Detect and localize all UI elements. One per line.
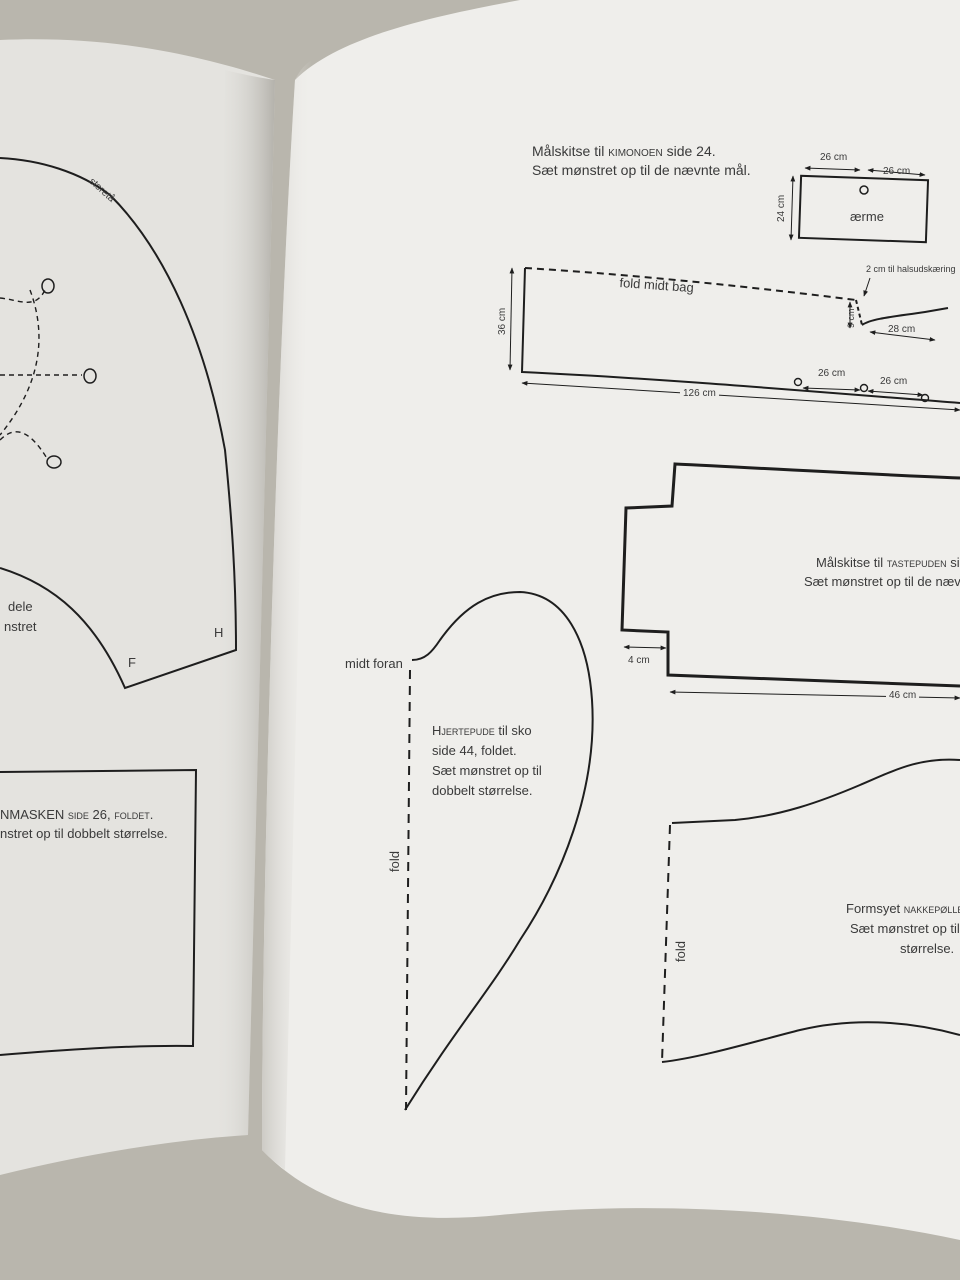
nakkepolle-name: nakkepølle [903, 901, 960, 916]
nakkepolle-caption-line2: Sæt mønstret op til [850, 921, 960, 936]
kimono-dim-26-top-right: 26 cm [883, 166, 911, 177]
kimono-neck-arrow [863, 277, 871, 297]
kimono-dim-pins [793, 377, 930, 403]
tastepude-dim-4: 4 cm [628, 655, 650, 666]
kimono-caption-page: side 24. [666, 143, 716, 159]
nakkepolle-fold-label: fold [673, 941, 688, 962]
hjertepude-caption-line2: side 44, foldet. [432, 743, 517, 758]
nstret-fragment: nstret [4, 619, 37, 634]
right-page [262, 0, 960, 1240]
hjertepude-fold-label: fold [387, 851, 402, 872]
left-page-gutter-shadow [215, 70, 275, 1138]
kimono-dim-26-bottom-left: 26 cm [818, 368, 846, 379]
slipper-dart-lines [0, 289, 82, 461]
left-page [0, 39, 275, 1176]
slipper-pattern-outline [0, 157, 238, 690]
tastepude-outline [620, 462, 960, 688]
kimono-dim-9: 9 cm [846, 308, 856, 328]
kimono-dim-26-top-left: 26 cm [820, 152, 848, 163]
kimono-sleeve-rect [797, 174, 930, 244]
kimono-neck-fold [855, 299, 863, 326]
masken-caption-line1: NMASKEN side 26, foldet. [0, 807, 154, 823]
masken-caption-line2: nstret op til dobbelt størrelse. [0, 826, 168, 841]
hjertepude-outline [404, 590, 594, 1111]
kimono-dim-28: 28 cm [888, 324, 916, 335]
dele-fragment: dele [8, 599, 33, 614]
hjertepude-line1-rest: til sko [498, 723, 532, 738]
corner-label-f: F [128, 655, 136, 670]
tastepude-dim-46: 46 cm [886, 690, 920, 702]
tastepude-caption-name: tastepuden [886, 555, 947, 570]
hjertepude-caption-line3: Sæt mønstret op til [432, 763, 542, 778]
masken-pattern-box [0, 768, 198, 1056]
slipper-button-marks [41, 278, 97, 469]
tastepude-caption-end: sid [950, 555, 960, 570]
nakkepolle-caption-line3: størrelse. [900, 941, 955, 956]
kimono-caption-start: Målskitse til [532, 143, 605, 159]
kimono-dim-36: 36 cm [497, 307, 508, 335]
kimono-dim-24: 24 cm [776, 194, 787, 222]
nakkepolle-fold-line [661, 824, 671, 1063]
kimono-caption-line1: Målskitse til kimonoen side 24. [532, 143, 716, 159]
masken-caption-text: NMASKEN side 26, foldet. [0, 807, 154, 822]
kimono-neck-curve [861, 307, 949, 326]
hjertepude-midt-foran: midt foran [345, 656, 403, 671]
nakkepolle-outline [671, 758, 960, 824]
kimono-body-fold-line [524, 267, 857, 301]
kimono-sleeve-dot [859, 185, 869, 195]
tastepude-caption-line2: Sæt mønstret op til de nævn [804, 574, 960, 589]
hjertepude-caption-line4: dobbelt størrelse. [432, 783, 533, 798]
kimono-dim-26-bottom-right: 26 cm [880, 376, 908, 387]
hjertepude-name: Hjertepude [432, 723, 495, 738]
corner-label-h: H [214, 625, 224, 640]
kimono-dim-126: 126 cm [680, 388, 719, 400]
kimono-sleeve-label: ærme [850, 209, 884, 224]
right-page-gutter-shadow [262, 60, 312, 1170]
nakkepolle-caption-start: Formsyet [846, 901, 901, 916]
tastepude-caption-start: Målskitse til [816, 555, 884, 570]
kimono-caption-line2: Sæt mønstret op til de nævnte mål. [532, 162, 751, 178]
kimono-caption-name: kimonoen [608, 143, 663, 159]
kimono-neck-note: 2 cm til halsudskæring [866, 264, 956, 274]
nakkepolle-caption-line1: Formsyet nakkepølle [846, 901, 960, 917]
hjertepude-caption-line1: Hjertepude til sko [432, 723, 532, 739]
tastepude-caption-line1: Målskitse til tastepuden sid [816, 555, 960, 571]
kimono-dimension-lines [507, 165, 960, 413]
nakkepolle-bottom [661, 1021, 960, 1063]
